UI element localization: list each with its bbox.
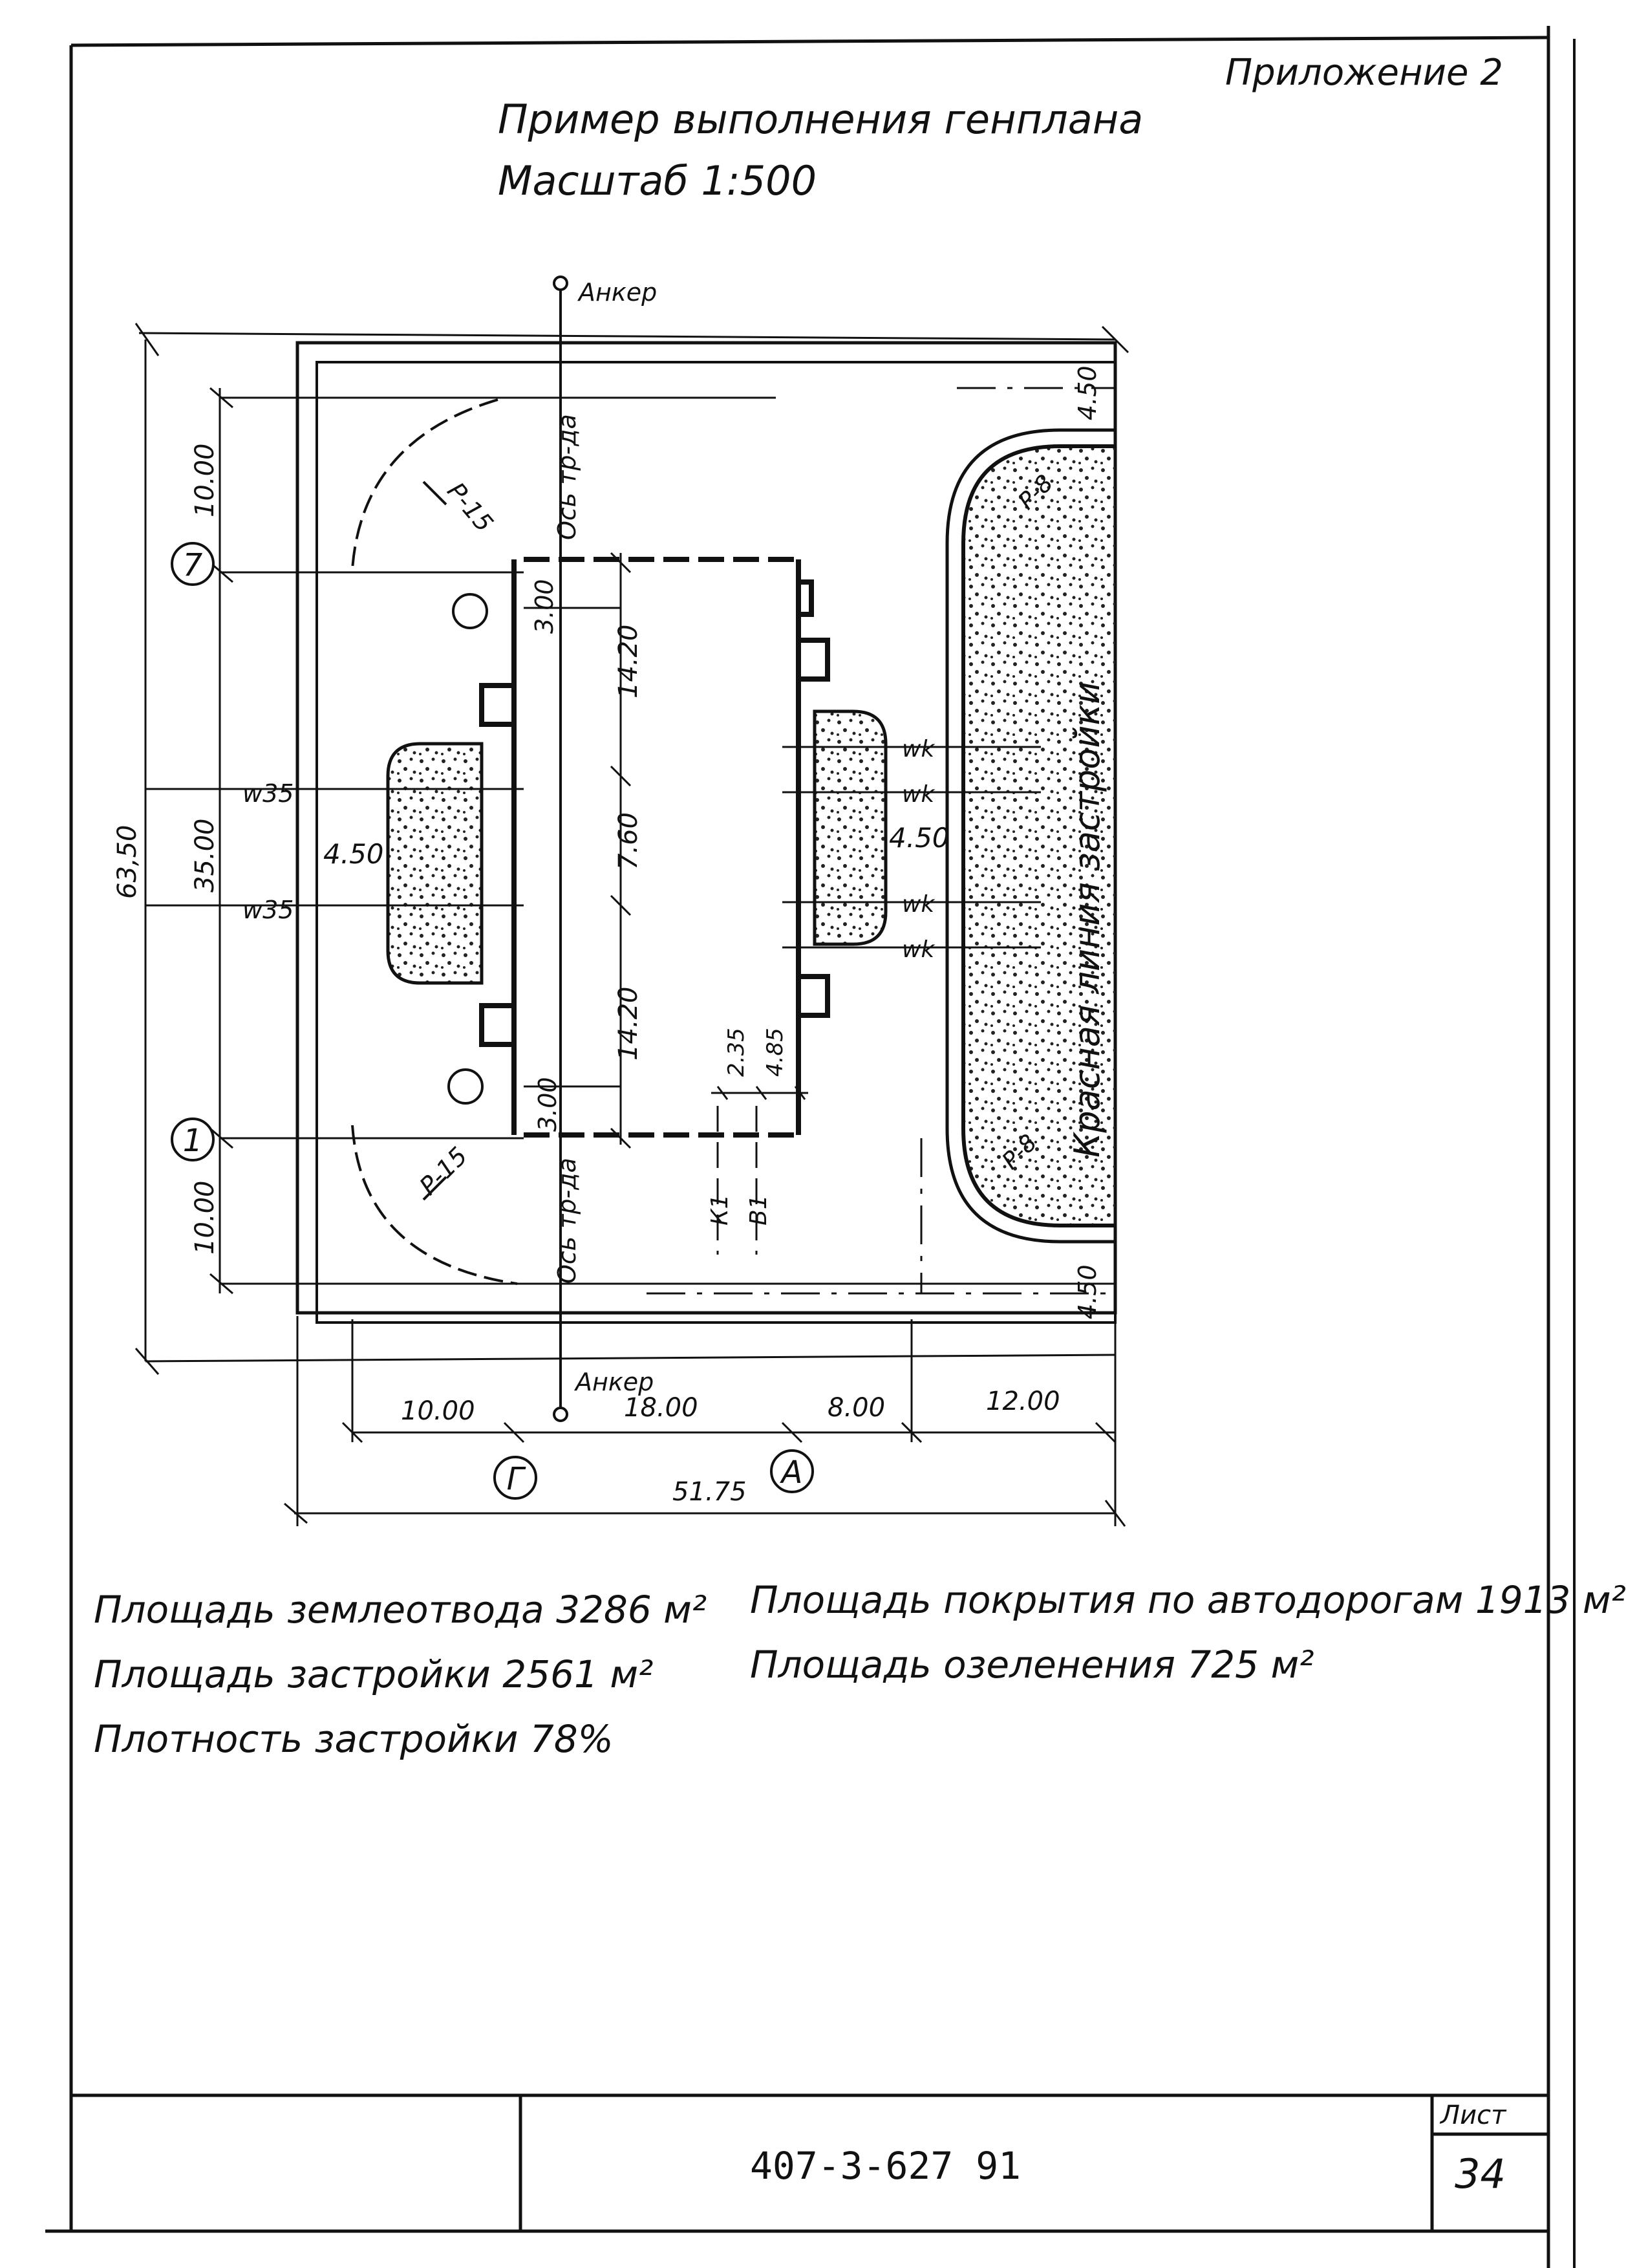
pipe-axis-top-label: Ось тр-да xyxy=(553,414,581,540)
drawing-code: 407-3-627 91 xyxy=(750,2144,1022,2188)
dim-10-bottom: 10.00 xyxy=(190,1180,220,1255)
dim-450-left: 4.50 xyxy=(323,838,384,870)
sheet-number: 34 xyxy=(1455,2150,1506,2198)
green-area-right-small xyxy=(813,709,888,946)
axis-a-label: А xyxy=(780,1454,803,1491)
pipe-axis-bottom-label: Ось тр-да xyxy=(553,1158,581,1284)
building-dimensions xyxy=(524,552,808,1149)
axis-g-label: Г xyxy=(507,1461,526,1497)
drawing-title: Пример выполнения генплана xyxy=(498,96,1144,143)
b1-label: В1 xyxy=(745,1194,772,1226)
dim-bottom-18: 18.00 xyxy=(624,1393,698,1423)
dim-300-top: 3.00 xyxy=(530,579,559,634)
dim-450-top-right: 4.50 xyxy=(1073,365,1102,420)
dim-450-right: 4.50 xyxy=(889,822,950,854)
wk-label-4: wk xyxy=(902,936,936,963)
dim-bottom-12: 12.00 xyxy=(986,1387,1060,1416)
dim-bottom-8: 8.00 xyxy=(828,1393,885,1423)
green-area-text: Площадь озеленения 725 м² xyxy=(750,1643,1314,1687)
w35-bottom-label: w35 xyxy=(242,896,294,924)
dim-485: 4.85 xyxy=(762,1028,788,1077)
wk-label-2: wk xyxy=(902,781,936,808)
axis-7-label: 7 xyxy=(183,547,203,583)
radius-15-top-label: Р-15 xyxy=(442,477,498,537)
valve-wells xyxy=(447,593,488,1105)
building-outline xyxy=(479,557,830,1138)
dim-1420-bottom: 14.20 xyxy=(614,986,643,1061)
setback-lines xyxy=(647,387,1115,1295)
w35-top-label: w35 xyxy=(242,779,294,808)
appendix-label: Приложение 2 xyxy=(1225,52,1503,94)
sheet-label: Лист xyxy=(1440,2101,1506,2130)
red-line-label: Красная линия застройки xyxy=(1067,682,1107,1158)
dim-300-bottom: 3.00 xyxy=(533,1077,562,1132)
dim-760: 7.60 xyxy=(614,812,643,870)
dim-overall-height: 63,50 xyxy=(112,825,142,899)
density-text: Плотность застройки 78% xyxy=(94,1717,614,1761)
land-area-text: Площадь землеотвода 3286 м² xyxy=(94,1588,707,1632)
pipeline-axis xyxy=(553,275,568,1422)
sheet-frame xyxy=(45,26,1576,2268)
axis-bubbles xyxy=(171,542,814,1500)
dim-10-top: 10.00 xyxy=(190,443,220,517)
dim-35: 35.00 xyxy=(190,818,220,892)
wk-label-3: wk xyxy=(902,891,936,918)
service-lines xyxy=(145,746,1041,1255)
dim-450-bottom-right: 4.50 xyxy=(1073,1264,1102,1319)
wk-label-1: wk xyxy=(902,736,936,762)
dim-1420-top: 14.20 xyxy=(614,624,643,698)
green-area-left xyxy=(386,742,484,985)
building-area-text: Площадь застройки 2561 м² xyxy=(94,1652,654,1696)
dim-235: 2.35 xyxy=(723,1028,749,1077)
overall-dimensions xyxy=(134,323,1129,1527)
road-area-text: Площадь покрытия по автодорогам 1913 м² xyxy=(750,1578,1626,1622)
radius-15-bottom-label: Р-15 xyxy=(414,1141,473,1200)
k1-label: К1 xyxy=(707,1194,733,1226)
turning-radii xyxy=(351,398,518,1285)
anchor-top-label: Анкер xyxy=(577,278,657,307)
dim-overall-width: 51.75 xyxy=(672,1477,747,1507)
dim-bottom-10: 10.00 xyxy=(401,1396,475,1426)
green-strip-right xyxy=(961,444,1115,1227)
drawing-scale: Масштаб 1:500 xyxy=(498,157,817,204)
axis-1-label: 1 xyxy=(183,1123,203,1159)
anchor-bottom-label: Анкер xyxy=(573,1368,654,1396)
